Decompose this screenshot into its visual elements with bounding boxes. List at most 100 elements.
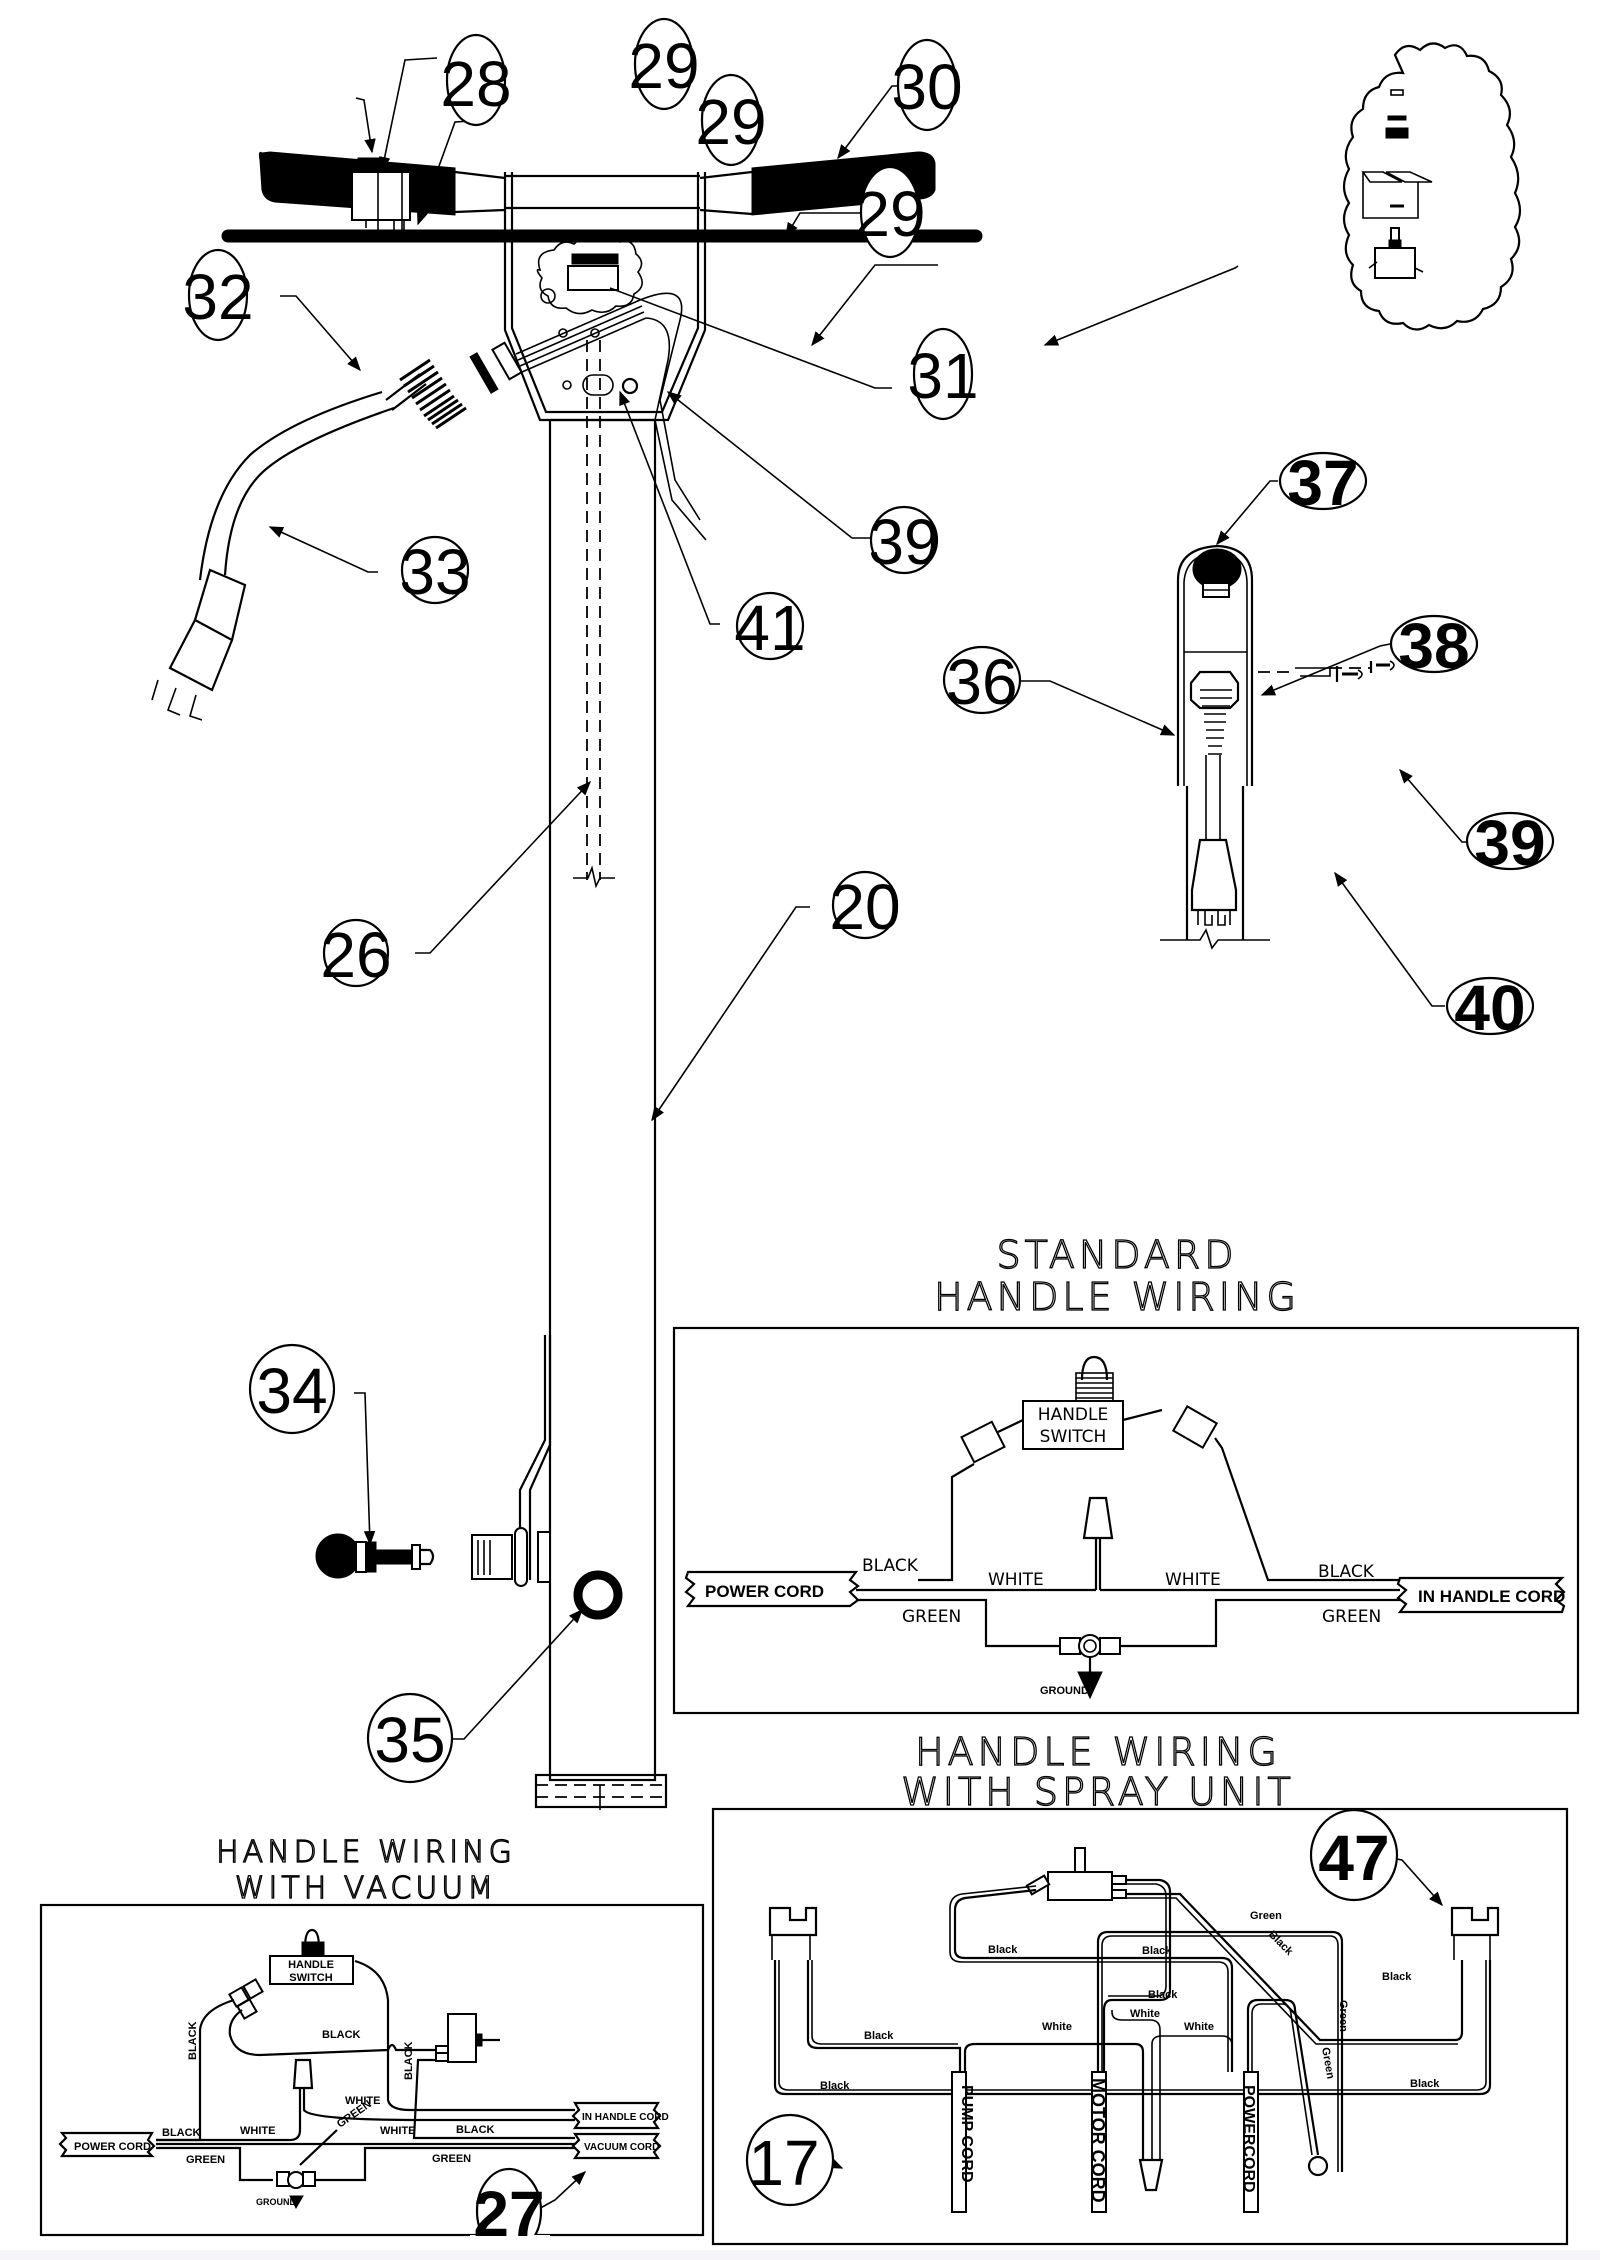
standard-power-cord-block (684, 1570, 860, 1608)
svg-text:GROUND: GROUND (256, 2197, 296, 2207)
svg-text:Black: Black (988, 1944, 1018, 1956)
switch-exploded-view-cloud (1342, 42, 1522, 331)
svg-text:26: 26 (320, 919, 391, 991)
svg-text:BLACK: BLACK (1318, 1562, 1375, 1582)
callout-29[interactable]: 29 (854, 165, 926, 259)
spray-handle-switch (1047, 1871, 1113, 1901)
callout-34[interactable]: 34 (248, 1343, 336, 1435)
svg-text:GREEN: GREEN (1322, 1607, 1381, 1627)
svg-text:31: 31 (907, 340, 978, 412)
spray-handle-wiring: HANDLE WIRING WITH SPRAY UNIT (711, 1729, 1569, 2246)
svg-text:28: 28 (440, 48, 511, 120)
svg-text:WHITE: WHITE (380, 2125, 415, 2137)
callout-31[interactable]: 31 (907, 327, 979, 421)
power-cord (198, 390, 395, 581)
pump-cord-block (951, 2071, 967, 2213)
svg-text:SWITCH: SWITCH (1040, 1427, 1107, 1447)
standard-wiring-frame (672, 1326, 1580, 1715)
svg-text:37: 37 (1287, 447, 1358, 519)
svg-text:39: 39 (868, 506, 939, 578)
power-plug (168, 568, 247, 692)
svg-text:35: 35 (374, 1704, 445, 1776)
handle-crossbar (505, 174, 700, 210)
svg-text:White: White (1042, 2021, 1072, 2033)
svg-text:BLACK: BLACK (403, 2041, 415, 2080)
callout-27[interactable]: 27 (470, 2167, 550, 2260)
callout-29[interactable]: 29 (628, 17, 700, 111)
callout-39[interactable]: 39 (868, 505, 940, 578)
svg-text:POWER CORD: POWER CORD (705, 1582, 824, 1601)
power-cord-strain-relief (385, 292, 707, 541)
svg-text:17: 17 (748, 2127, 819, 2199)
svg-text:IN HANDLE CORD: IN HANDLE CORD (1418, 1587, 1565, 1606)
callout-17[interactable]: 17 (745, 2113, 835, 2207)
svg-text:BLACK: BLACK (456, 2124, 495, 2136)
svg-text:29: 29 (854, 178, 925, 250)
spray-wiring-title-line2: WITH SPRAY UNIT (901, 1770, 1295, 1814)
callout-35[interactable]: 35 (366, 1692, 454, 1784)
pedal-knob (315, 1533, 361, 1579)
svg-text:Black: Black (1148, 1989, 1178, 2001)
page-bottom-edge (0, 2250, 1600, 2260)
callout-47[interactable]: 47 (1309, 1808, 1399, 1902)
handle-assembly (151, 151, 983, 1810)
callout-20[interactable]: 20 (829, 870, 901, 943)
callout-41[interactable]: 41 (734, 591, 806, 664)
callout-28[interactable]: 28 (440, 33, 512, 127)
callout-39[interactable]: 39 (1465, 807, 1555, 879)
svg-text:30: 30 (891, 51, 962, 123)
svg-text:POWERCORD: POWERCORD (1240, 2085, 1257, 2193)
svg-text:White: White (1130, 2008, 1160, 2020)
svg-text:Black: Black (820, 2080, 850, 2092)
svg-text:MOTOR CORD: MOTOR CORD (1088, 2078, 1108, 2203)
tube-end-clamp (534, 1773, 668, 1809)
svg-text:29: 29 (695, 86, 766, 158)
callout-38[interactable]: 38 (1389, 610, 1479, 682)
callout-37[interactable]: 37 (1278, 447, 1368, 519)
svg-text:27: 27 (473, 2178, 544, 2250)
svg-text:SWITCH: SWITCH (289, 1972, 332, 1984)
svg-text:WHITE: WHITE (240, 2125, 275, 2137)
svg-text:38: 38 (1398, 610, 1469, 682)
svg-text:BLACK: BLACK (187, 2021, 199, 2060)
standard-wiring-title-line2: HANDLE WIRING (934, 1275, 1300, 1319)
callout-32[interactable]: 32 (182, 248, 254, 342)
callout-26[interactable]: 26 (320, 918, 392, 991)
callout-group: 28 29 29 29 30 31 32 33 39 41 37 36 38 3… (182, 17, 1555, 1784)
washer (573, 1570, 623, 1620)
svg-text:White: White (1184, 2021, 1214, 2033)
svg-text:29: 29 (628, 30, 699, 102)
callout-33[interactable]: 33 (399, 535, 471, 608)
svg-text:Black: Black (864, 2030, 894, 2042)
svg-text:32: 32 (182, 261, 253, 333)
callout-40[interactable]: 40 (1445, 972, 1535, 1044)
svg-text:HANDLE: HANDLE (1038, 1405, 1108, 1425)
svg-text:BLACK: BLACK (322, 2029, 361, 2041)
standard-wiring-title-line1: STANDARD (996, 1233, 1237, 1277)
svg-text:WHITE: WHITE (1165, 1570, 1221, 1590)
standard-in-handle-cord-block (1396, 1576, 1566, 1614)
svg-text:VACUUM CORD: VACUUM CORD (584, 2142, 659, 2153)
svg-text:WHITE: WHITE (345, 2095, 380, 2107)
svg-text:Black: Black (1410, 2078, 1440, 2090)
svg-text:WHITE: WHITE (988, 1570, 1044, 1590)
vacuum-wiring-frame (39, 1903, 705, 2237)
power-cord-block (1243, 2071, 1259, 2213)
vacuum-wiring-title-line1: HANDLE WIRING (216, 1835, 516, 1870)
svg-text:Green: Green (1250, 1910, 1282, 1922)
svg-text:40: 40 (1454, 972, 1525, 1044)
svg-text:Green: Green (1337, 2000, 1349, 2032)
vacuum-wiring-title-line2: WITH VACUUM (235, 1871, 497, 1906)
callout-30[interactable]: 30 (891, 38, 963, 132)
switch-detail-cloud (536, 235, 643, 315)
callout-29[interactable]: 29 (695, 73, 767, 167)
vacuum-handle-switch (269, 1955, 354, 1985)
svg-text:BLACK: BLACK (162, 2127, 201, 2139)
svg-text:34: 34 (256, 1355, 327, 1427)
svg-text:33: 33 (399, 536, 470, 608)
svg-text:BLACK: BLACK (862, 1556, 919, 1576)
svg-text:GROUND: GROUND (1040, 1685, 1089, 1697)
callout-36[interactable]: 36 (942, 645, 1022, 718)
svg-text:Black: Black (1266, 1929, 1296, 1959)
lower-handle-tube (548, 418, 657, 1782)
